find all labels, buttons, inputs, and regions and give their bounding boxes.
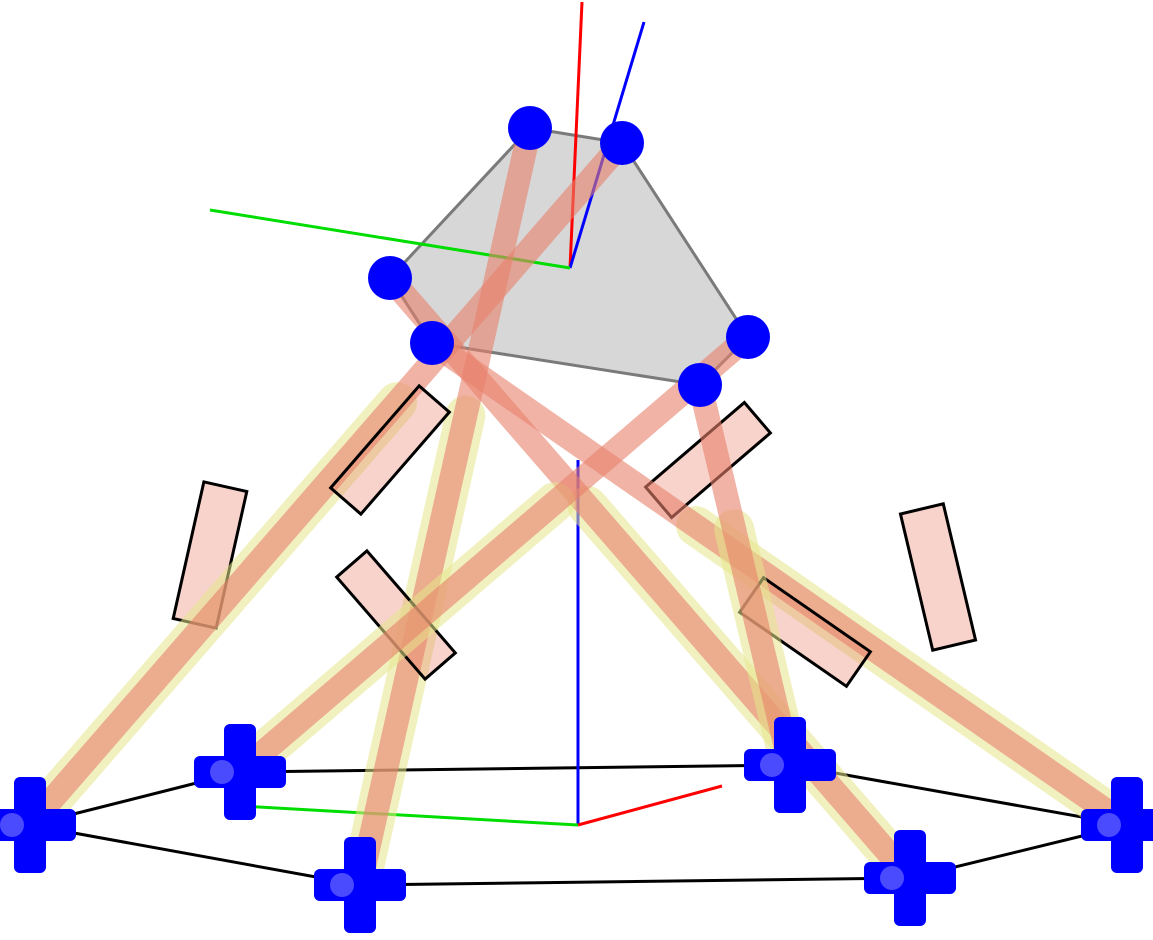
joint-boss <box>210 760 234 784</box>
base-y-axis <box>239 804 579 827</box>
actuator-legs <box>10 116 1147 905</box>
leg-rod <box>348 116 542 897</box>
universal-joint-icon <box>314 837 406 933</box>
universal-joint-icon <box>1081 777 1153 873</box>
sphere-joint-icon <box>600 121 644 165</box>
leg-rod <box>228 325 760 784</box>
base-joints <box>0 717 1153 933</box>
sphere-joint-icon <box>726 315 770 359</box>
base-edge <box>29 823 361 887</box>
actuator-box <box>328 383 452 517</box>
sphere-joint-icon <box>410 321 454 365</box>
universal-joint-icon <box>864 830 956 926</box>
actuator-box <box>898 502 978 652</box>
joint-boss <box>760 753 784 777</box>
joint-boss <box>880 866 904 890</box>
leg-rod <box>420 331 1139 837</box>
joint-boss <box>0 813 24 837</box>
joint-bar-horizontal <box>864 862 956 894</box>
leg-rod <box>688 373 802 777</box>
joint-boss <box>1097 813 1121 837</box>
sphere-joint-icon <box>678 363 722 407</box>
base-x-axis <box>577 784 723 827</box>
joint-bar-horizontal <box>314 869 406 901</box>
platform-joints <box>368 106 770 407</box>
universal-joint-icon <box>194 724 286 820</box>
sphere-joint-icon <box>508 106 552 150</box>
joint-bar-horizontal <box>194 756 286 788</box>
base-edge <box>239 763 791 774</box>
platform-x-axis <box>568 1 584 269</box>
joint-bar-horizontal <box>744 749 836 781</box>
universal-joint-icon <box>744 717 836 813</box>
leg-rod <box>18 131 634 837</box>
joint-boss <box>330 873 354 897</box>
universal-joint-icon <box>0 777 76 873</box>
sphere-joint-icon <box>368 256 412 300</box>
base-edge <box>359 876 911 887</box>
